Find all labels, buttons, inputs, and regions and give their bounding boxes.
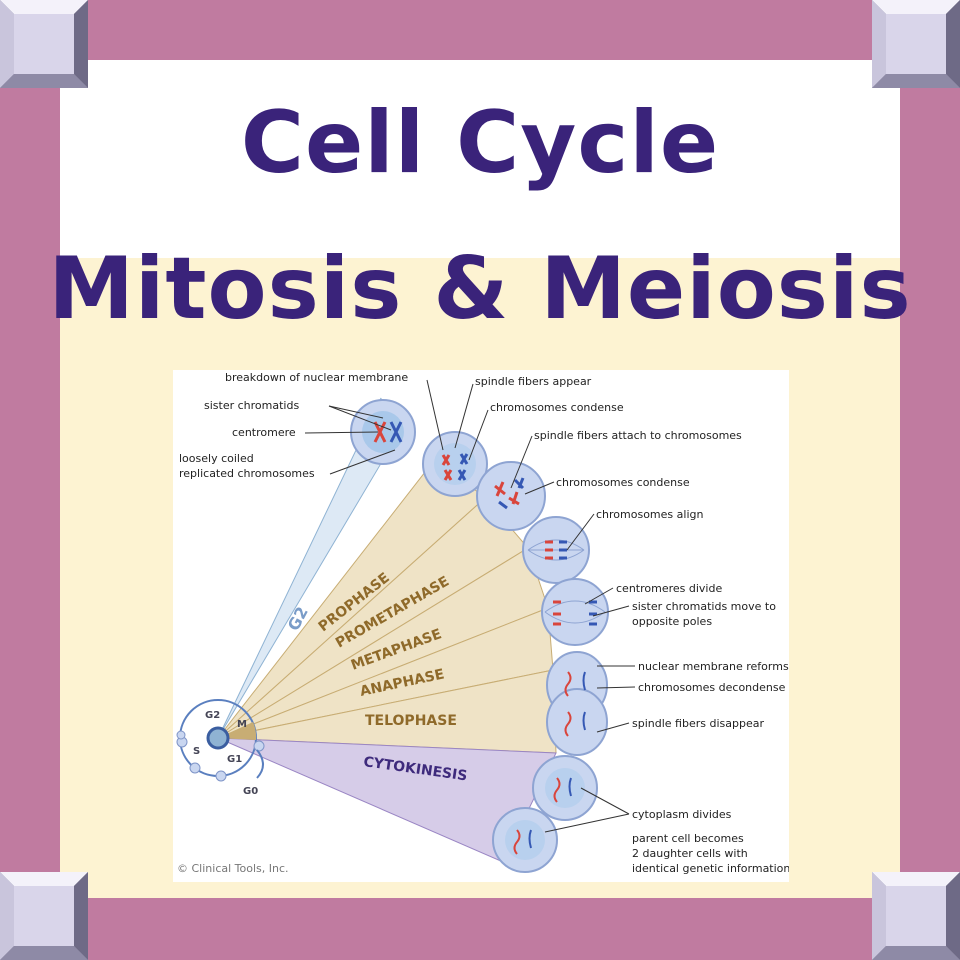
corner-ornament-top-right <box>872 0 960 88</box>
label-sister-chromatids: sister chromatids <box>204 399 299 412</box>
label-centromeres-divide: centromeres divide <box>616 582 722 595</box>
corner-ornament-top-left <box>0 0 88 88</box>
copyright: © Clinical Tools, Inc. <box>177 862 289 875</box>
g2-cell <box>350 399 416 465</box>
label-loosely-coiled: loosely coiled <box>179 452 254 465</box>
metaphase-cell <box>522 516 590 584</box>
label-breakdown: breakdown of nuclear membrane <box>225 371 408 384</box>
cycle-g1: G1 <box>227 754 242 765</box>
title-band <box>60 60 900 258</box>
label-centromere: centromere <box>232 426 296 439</box>
cell-cycle-wheel <box>176 699 265 782</box>
label-two-daughter-cells: 2 daughter cells with <box>632 847 748 860</box>
cycle-g0: G0 <box>243 786 258 797</box>
telophase-cell <box>546 651 608 756</box>
title-line-2: Mitosis & Meiosis <box>48 239 912 339</box>
cycle-s: S <box>193 746 200 757</box>
label-sister-move: sister chromatids move to <box>632 600 776 613</box>
corner-ornament-bottom-right <box>872 872 960 960</box>
label-cytoplasm-divides: cytoplasm divides <box>632 808 732 821</box>
title-line-1: Cell Cycle <box>240 93 720 193</box>
label-spindle-appear: spindle fibers appear <box>475 375 592 388</box>
daughter-cell-2 <box>492 807 558 873</box>
label-opposite-poles: opposite poles <box>632 615 712 628</box>
cycle-m: M <box>237 719 247 730</box>
label-chromosomes-decondense: chromosomes decondense <box>638 681 786 694</box>
label-parent-cell: parent cell becomes <box>632 832 744 845</box>
label-nuclear-reforms: nuclear membrane reforms <box>638 660 789 673</box>
prometaphase-cell <box>476 461 546 531</box>
cycle-g2: G2 <box>205 710 220 721</box>
cell-cycle-diagram: breakdown of nuclear membrane sister chr… <box>173 370 789 882</box>
leader-lines <box>304 379 636 833</box>
daughter-cell-1 <box>532 755 598 821</box>
label-replicated-chromosomes: replicated chromosomes <box>179 467 315 480</box>
label-identical-genetic-info: identical genetic information <box>632 862 789 875</box>
label-chromosomes-align: chromosomes align <box>596 508 703 521</box>
prophase-cell <box>422 431 488 497</box>
corner-ornament-bottom-left <box>0 872 88 960</box>
label-chromosomes-condense-2: chromosomes condense <box>556 476 690 489</box>
label-spindle-attach: spindle fibers attach to chromosomes <box>534 429 742 442</box>
anaphase-cell <box>541 578 609 646</box>
phase-telophase: TELOPHASE <box>365 713 457 729</box>
label-chromosomes-condense-1: chromosomes condense <box>490 401 624 414</box>
label-spindle-disappear: spindle fibers disappear <box>632 717 764 730</box>
